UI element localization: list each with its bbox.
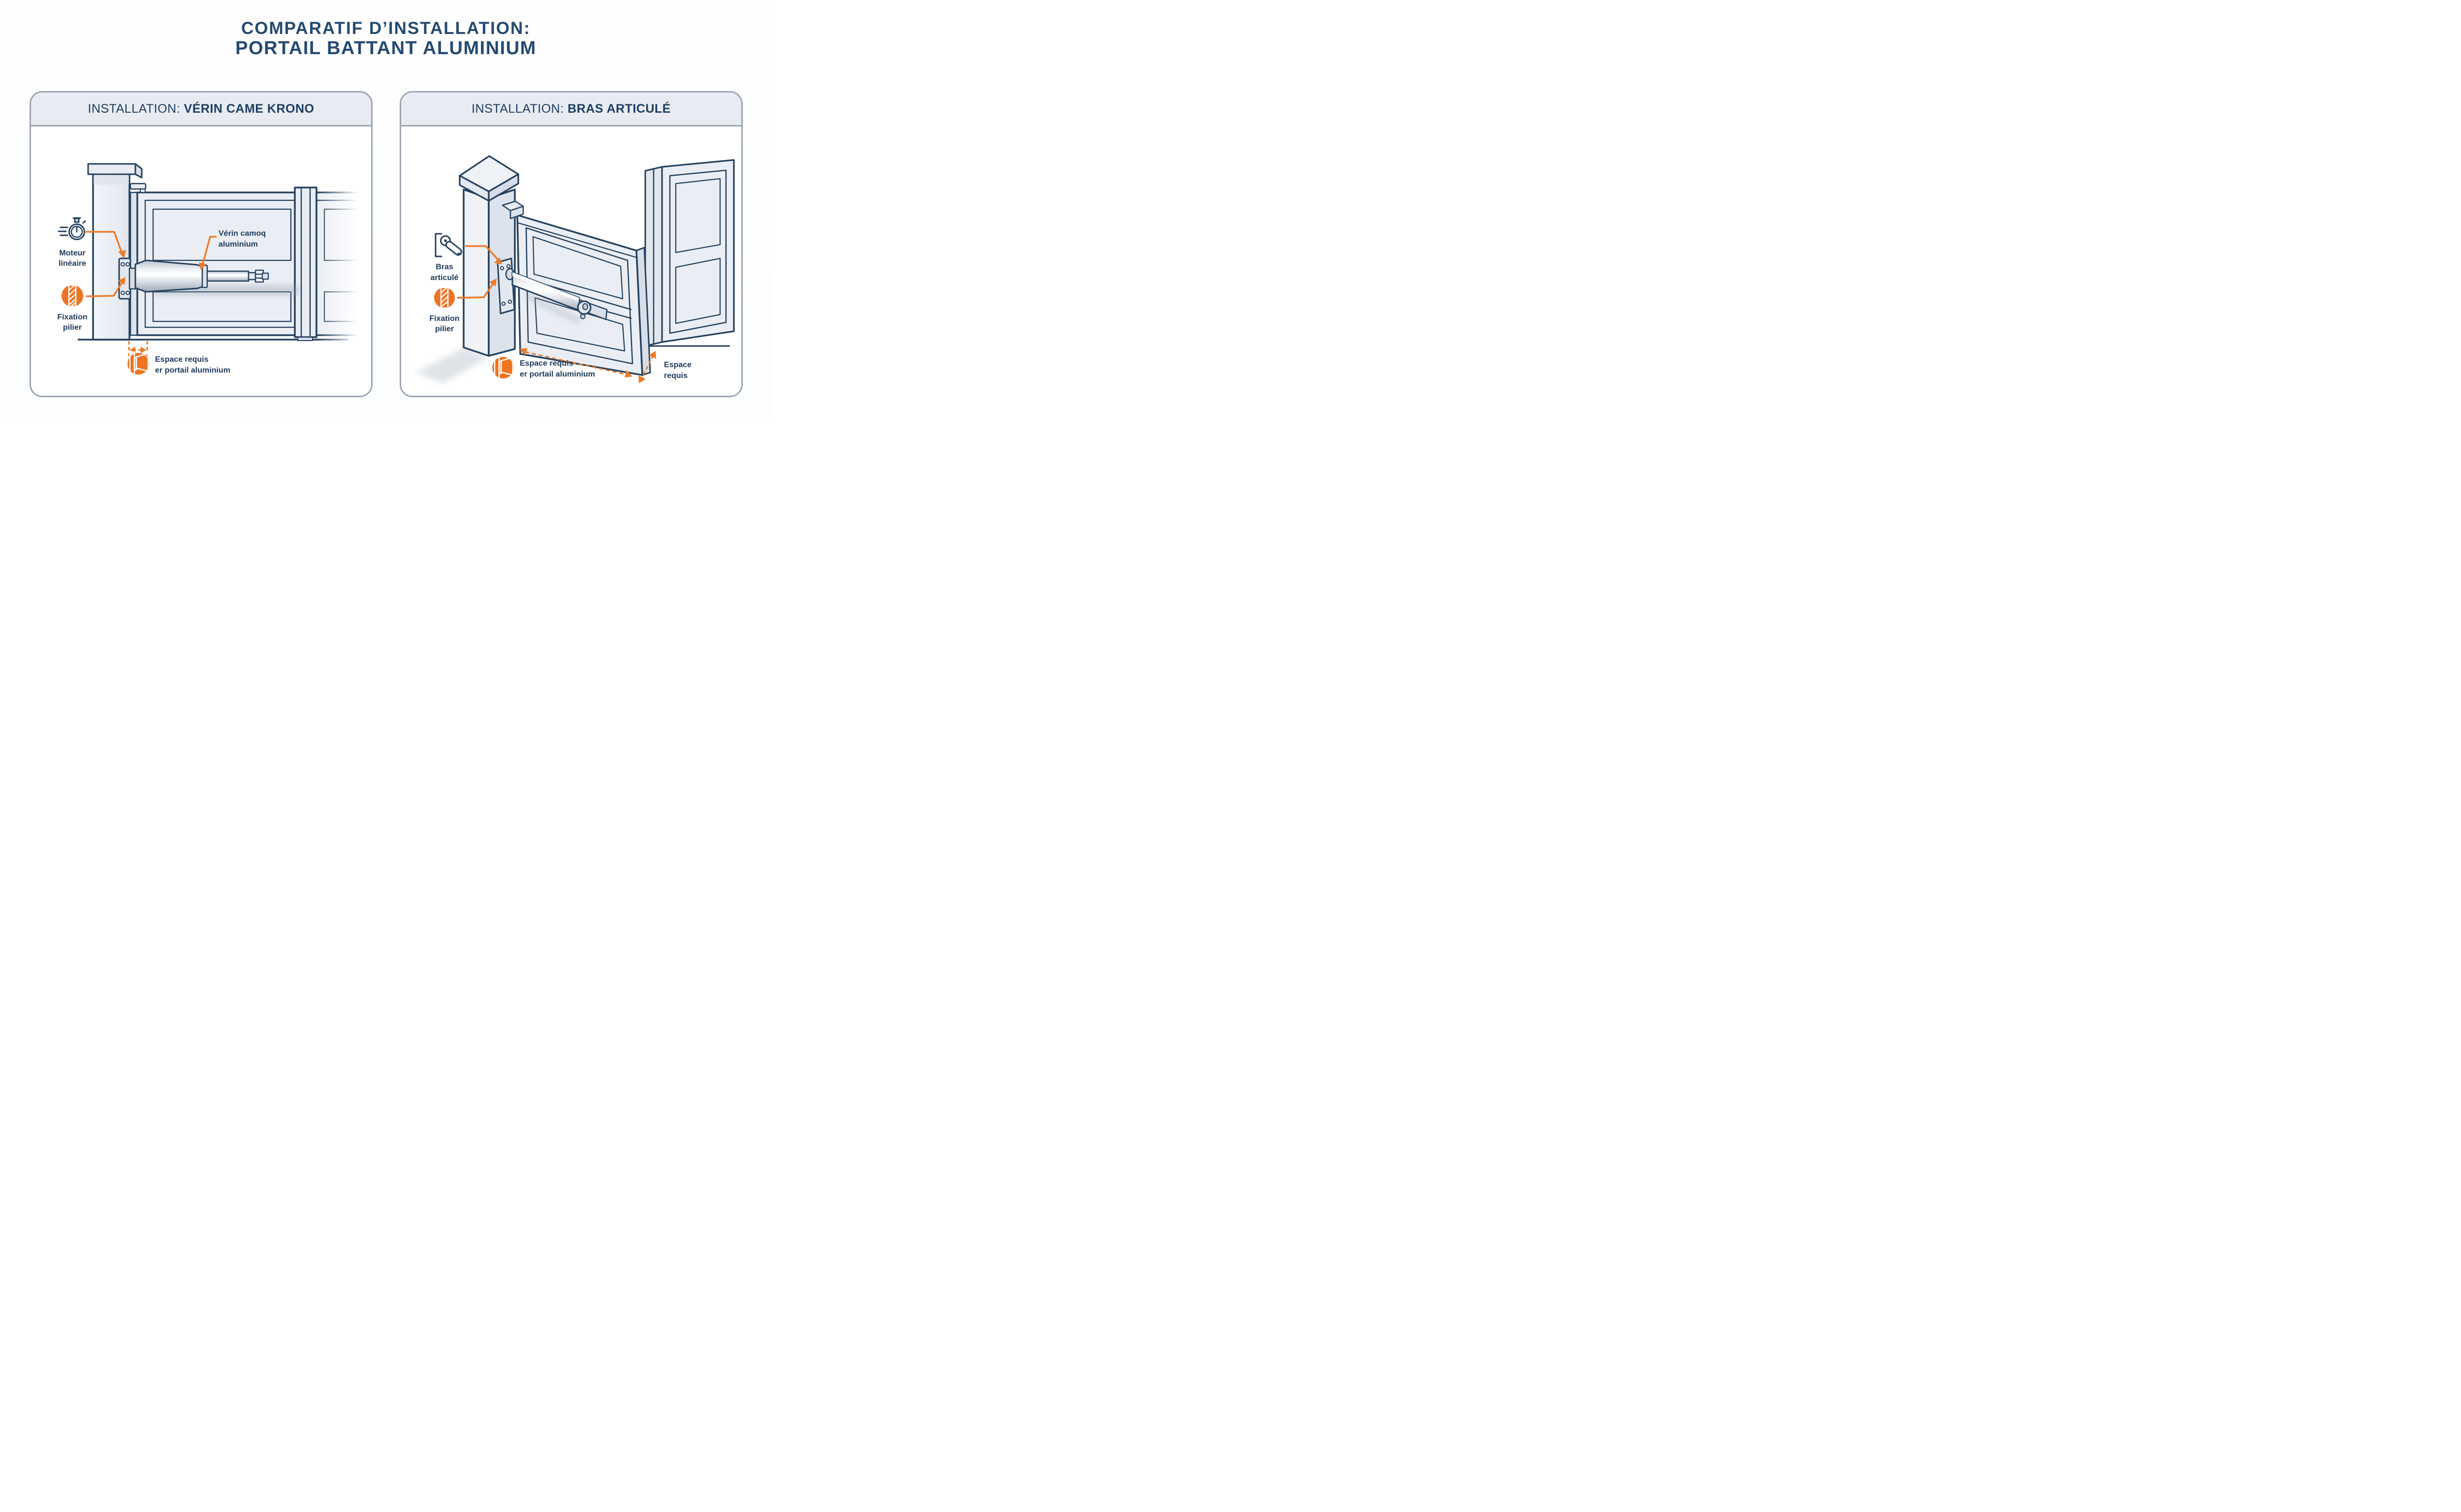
top-hinge-bracket — [129, 183, 147, 190]
title-line-2: PORTAIL BATTANT ALUMINIUM — [235, 38, 536, 59]
svg-text:Vérin camoq: Vérin camoq — [219, 229, 266, 238]
label-espace-requis: Espace requis er portail aluminium — [127, 351, 230, 377]
svg-text:pilier: pilier — [63, 323, 82, 332]
svg-text:Moteur: Moteur — [59, 249, 85, 257]
label-verin: Vérin camoq aluminium — [199, 229, 266, 270]
svg-text:pilier: pilier — [435, 325, 454, 333]
verin-diagram-svg: Moteur linéaire Fix — [57, 163, 371, 377]
swing-space-arrow — [519, 348, 632, 378]
stopwatch-icon — [58, 217, 86, 240]
label-moteur-lineaire: Moteur linéaire — [58, 217, 126, 268]
panel-left-header-prefix: INSTALLATION: — [88, 101, 184, 116]
svg-text:Bras: Bras — [436, 263, 453, 271]
pillar — [459, 155, 524, 357]
arm-shadow — [525, 291, 580, 325]
pillar-fixing-icon — [62, 285, 83, 307]
svg-text:Espace requis: Espace requis — [155, 355, 209, 364]
gate-leaf-open — [516, 214, 651, 376]
moteur-callout-arrow — [86, 231, 126, 258]
panel-right-header-prefix: INSTALLATION: — [472, 101, 568, 116]
panel-right-header-title: BRAS ARTICULÉ — [568, 101, 671, 116]
fixation-callout-arrow — [457, 279, 497, 299]
fixation-callout-arrow — [86, 277, 126, 297]
linear-actuator — [118, 257, 269, 300]
svg-text:Fixation: Fixation — [57, 313, 87, 321]
label-fixation-pilier: Fixation pilier — [429, 279, 497, 333]
svg-text:Espace requis: Espace requis — [520, 359, 573, 368]
gate-lower-panel — [534, 297, 626, 352]
label-espace-requis-side: Espace requis — [664, 361, 692, 380]
svg-text:er portail aluminium: er portail aluminium — [155, 366, 230, 375]
panel-right-diagram: Bras articulé Fixation — [401, 126, 741, 396]
pillar-shadow — [416, 347, 490, 383]
svg-text:linéaire: linéaire — [59, 259, 86, 268]
infographic-page: COMPARATIF D’INSTALLATION: PORTAIL BATTA… — [0, 0, 772, 421]
label-bras-articule: Bras articulé — [431, 233, 502, 282]
panel-right-header: INSTALLATION: BRAS ARTICULÉ — [401, 93, 741, 126]
label-fixation-pilier: Fixation pilier — [57, 277, 126, 332]
gate-swing-icon — [127, 353, 149, 375]
gate-upper-panel — [152, 208, 292, 261]
gate-swing-icon — [492, 357, 514, 378]
svg-text:aluminium: aluminium — [219, 240, 258, 249]
pillar-fixing-icon — [434, 287, 455, 308]
verin-callout-arrow — [199, 236, 217, 270]
svg-text:er portail aluminium: er portail aluminium — [520, 370, 595, 378]
articulated-arm-icon — [435, 233, 462, 257]
label-espace-requis-portail: Espace requis er portail aluminium — [492, 355, 595, 380]
panel-left-header: INSTALLATION: VÉRIN CAME KRONO — [31, 93, 371, 126]
side-space-arrow — [638, 351, 656, 383]
title-line-1: COMPARATIF D’INSTALLATION: — [241, 19, 531, 38]
pillar-mount-bracket — [497, 257, 515, 315]
panel-verin-came-krono: INSTALLATION: VÉRIN CAME KRONO — [30, 91, 373, 397]
bras-callout-arrow — [465, 245, 502, 264]
actuator-rod — [206, 270, 250, 282]
fade-overlay — [317, 186, 371, 343]
svg-text:Espace: Espace — [664, 361, 692, 369]
panel-left-header-title: VÉRIN CAME KRONO — [184, 101, 315, 116]
articulated-arm — [497, 257, 608, 320]
bras-diagram-svg: Bras articulé Fixation — [416, 155, 735, 383]
gate-upper-panel — [532, 236, 624, 300]
fence-panel — [642, 159, 735, 347]
svg-text:requis: requis — [664, 372, 688, 380]
panel-left-diagram: Moteur linéaire Fix — [31, 126, 371, 396]
actuator-body — [134, 259, 204, 293]
page-title: COMPARATIF D’INSTALLATION: PORTAIL BATTA… — [0, 20, 772, 61]
svg-text:Fixation: Fixation — [429, 315, 459, 323]
actuator-clevis — [261, 272, 269, 280]
gate-meeting-post — [294, 187, 317, 341]
panel-bras-articule: INSTALLATION: BRAS ARTICULÉ — [400, 91, 743, 397]
svg-text:articulé: articulé — [431, 274, 459, 282]
